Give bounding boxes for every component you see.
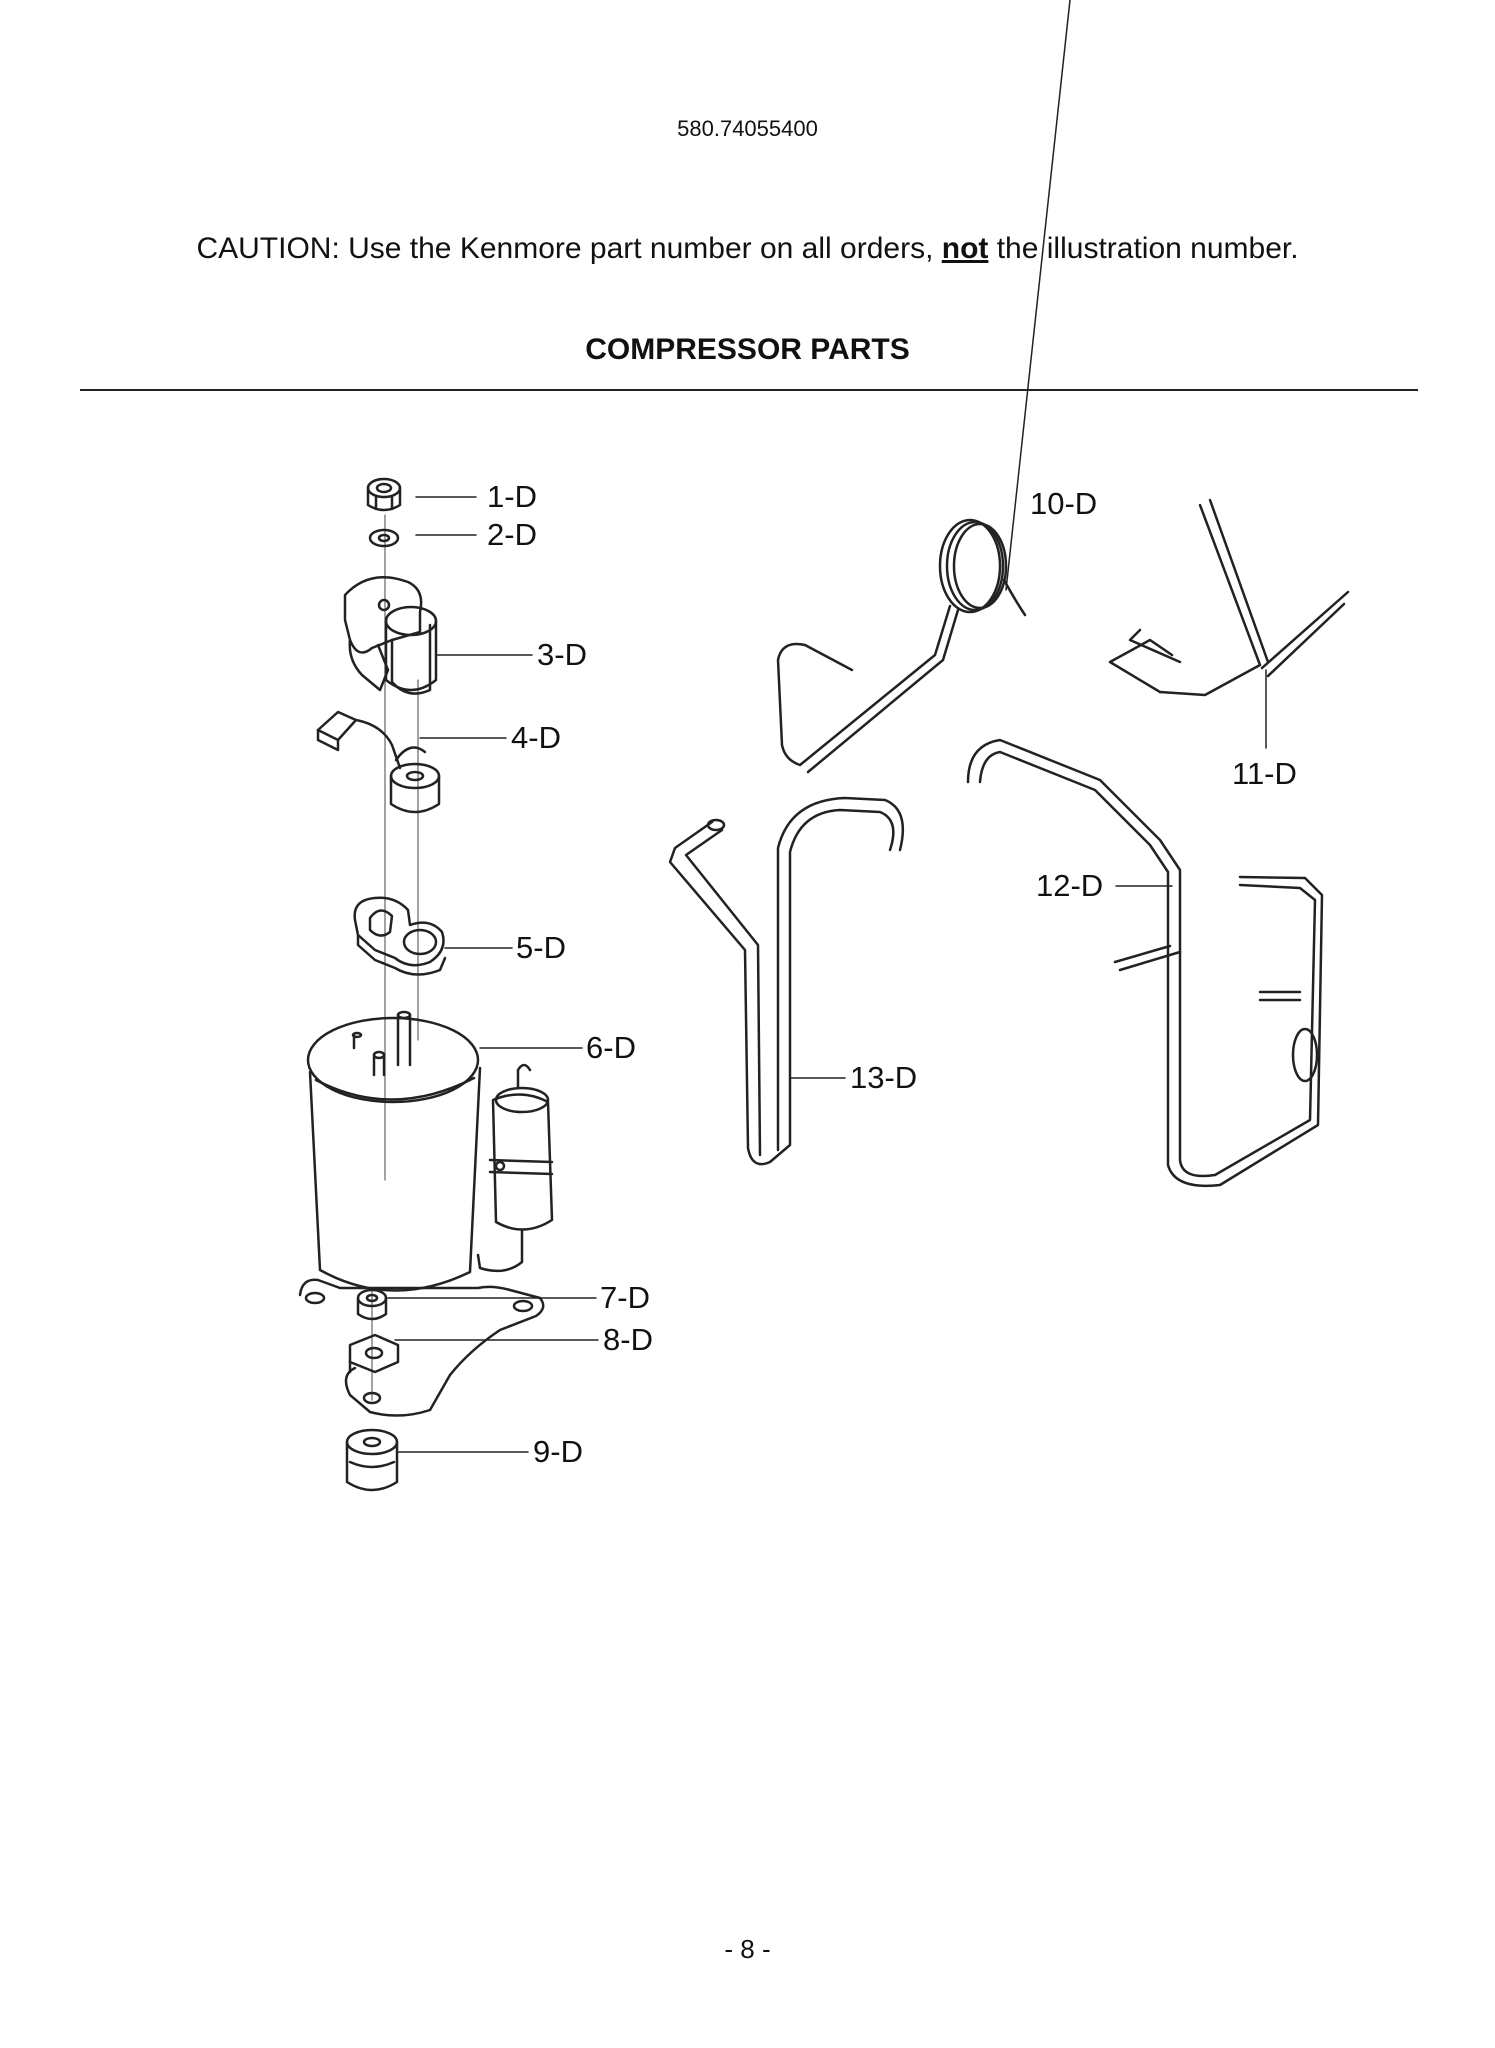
part-label-8: 8-D bbox=[603, 1322, 653, 1357]
part-7-nut bbox=[356, 1288, 388, 1321]
part-8-bracket bbox=[348, 1333, 400, 1374]
part-label-1: 1-D bbox=[487, 479, 537, 514]
part-label-11: 11-D bbox=[1232, 756, 1297, 791]
part-2-washer bbox=[368, 528, 400, 548]
part-label-6: 6-D bbox=[586, 1030, 636, 1065]
part-label-9: 9-D bbox=[533, 1434, 583, 1469]
part-10-coil-tube bbox=[776, 518, 1027, 774]
part-label-13: 13-D bbox=[850, 1060, 917, 1095]
part-6-compressor bbox=[298, 1010, 554, 1417]
title-divider bbox=[80, 389, 1418, 391]
part-11-capillary-tube bbox=[1108, 498, 1350, 697]
part-12-discharge-tube bbox=[966, 738, 1324, 1187]
part-label-4: 4-D bbox=[511, 720, 561, 755]
part-label-10: 10-D bbox=[1030, 486, 1097, 521]
model-number: 580.74055400 bbox=[677, 116, 818, 141]
caution-emphasis: not bbox=[941, 232, 989, 265]
part-4-wire-harness bbox=[316, 710, 441, 814]
part-label-12: 12-D bbox=[1036, 868, 1103, 903]
part-13-suction-tube bbox=[668, 796, 905, 1166]
part-label-5: 5-D bbox=[516, 930, 566, 965]
caution-notice: CAUTION: Use the Kenmore part number on … bbox=[0, 232, 1495, 266]
caution-text-prefix: CAUTION: Use the Kenmore part number on … bbox=[196, 232, 942, 265]
part-3-terminal-cover bbox=[343, 575, 438, 695]
part-1-nut bbox=[366, 477, 402, 512]
part-5-gasket bbox=[353, 896, 447, 976]
part-label-3: 3-D bbox=[537, 637, 587, 672]
leader-lines bbox=[387, 0, 1267, 1453]
caution-text-suffix: the illustration number. bbox=[988, 232, 1299, 265]
part-9-rubber-mount bbox=[345, 1428, 399, 1492]
section-title: COMPRESSOR PARTS bbox=[585, 333, 910, 366]
part-label-2: 2-D bbox=[487, 517, 537, 552]
part-label-7: 7-D bbox=[600, 1280, 650, 1315]
page-number: - 8 - bbox=[724, 1934, 771, 1964]
